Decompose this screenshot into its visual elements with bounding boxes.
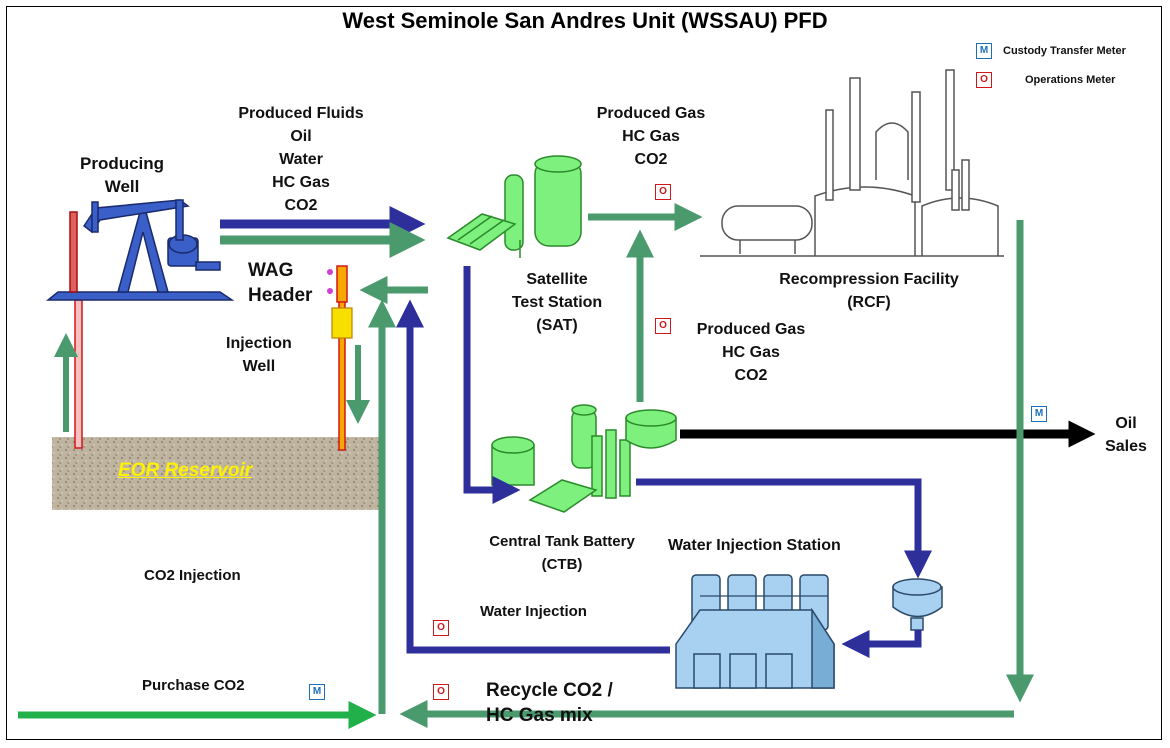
flow-water-injection bbox=[396, 299, 670, 654]
flow-tank-plant bbox=[841, 630, 922, 658]
meter-purchase-co2: M bbox=[309, 684, 325, 700]
rcf-plant-icon bbox=[700, 69, 1004, 257]
meter-produced-gas-top: O bbox=[655, 184, 671, 200]
ctb-tanks-icon bbox=[491, 404, 677, 513]
legend-custody-text: Custody Transfer Meter bbox=[1003, 45, 1126, 57]
label-co2-injection: CO2 Injection bbox=[144, 567, 241, 584]
pumpjack-icon bbox=[45, 199, 235, 301]
flow-sat-ctb bbox=[463, 266, 521, 504]
label-water-injection: Water Injection bbox=[480, 603, 587, 620]
injection-wellhead-icon bbox=[327, 265, 353, 339]
water-tank-icon bbox=[892, 578, 943, 631]
legend-custody-meter-icon: M bbox=[976, 43, 992, 59]
producing-well-casing bbox=[74, 299, 83, 449]
legend-operations-text: Operations Meter bbox=[1025, 74, 1116, 86]
diagram-frame bbox=[6, 6, 1162, 740]
diagram-title: West Seminole San Andres Unit (WSSAU) PF… bbox=[342, 8, 828, 33]
label-recompression: Recompression Facility(RCF) bbox=[779, 271, 959, 311]
meter-recycle: O bbox=[433, 684, 449, 700]
label-water-injection-station: Water Injection Station bbox=[668, 537, 841, 554]
meter-water-injection: O bbox=[433, 620, 449, 636]
legend-operations-meter-icon: O bbox=[976, 72, 992, 88]
meter-oil-sales: M bbox=[1031, 406, 1047, 422]
label-eor-reservoir: EOR Reservoir bbox=[118, 460, 253, 481]
label-purchase-co2: Purchase CO2 bbox=[142, 677, 245, 694]
label-ctb: Central Tank Battery(CTB) bbox=[489, 533, 635, 573]
meter-produced-gas-mid: O bbox=[655, 318, 671, 334]
water-plant-icon bbox=[675, 574, 835, 689]
satellite-vessels-icon bbox=[446, 155, 582, 258]
flow-ctb-water bbox=[636, 478, 932, 579]
label-recycle: Recycle CO2 /HC Gas mix bbox=[486, 680, 613, 726]
label-produced-fluids: Produced Fluids Oil Water HC Gas CO2 bbox=[238, 105, 364, 214]
eor-reservoir-block bbox=[52, 437, 382, 510]
